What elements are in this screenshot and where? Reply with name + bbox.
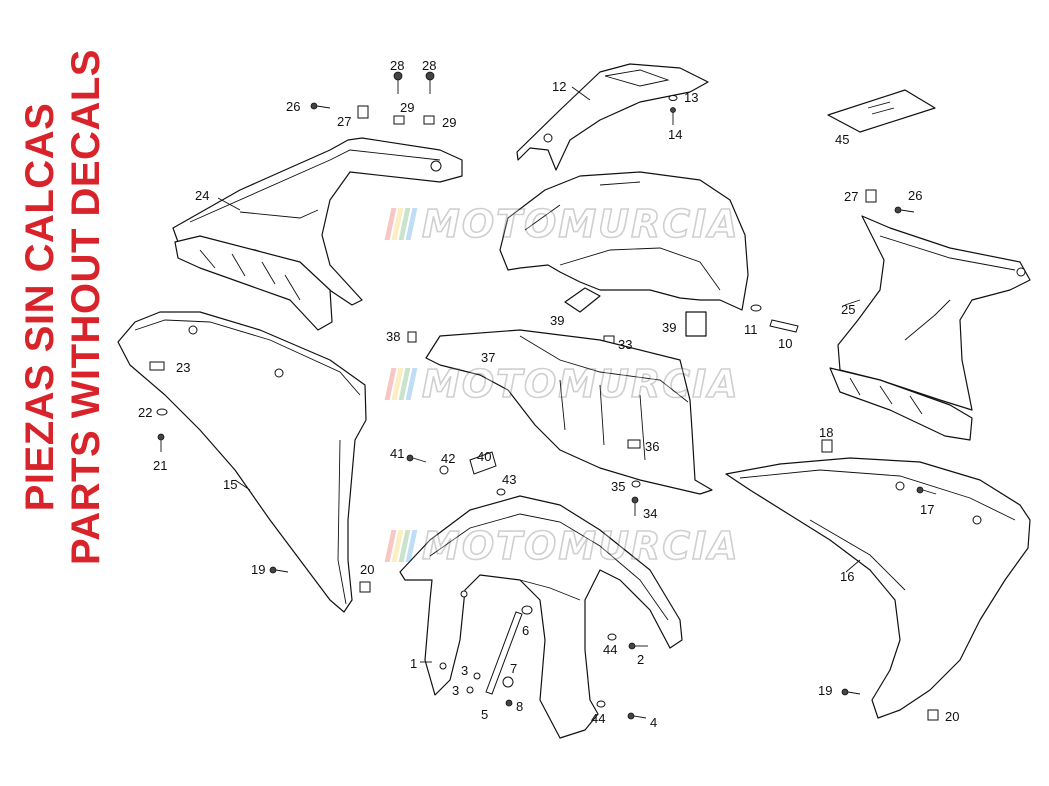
callout-44: 44	[603, 642, 617, 657]
part-12-tank-cover	[516, 63, 709, 171]
part-24-left-upper-panel	[172, 137, 463, 331]
callout-24: 24	[195, 188, 209, 203]
callout-10: 10	[778, 336, 792, 351]
callout-38: 38	[386, 329, 400, 344]
notice-line-spanish: PIEZAS SIN CALCAS	[18, 102, 62, 512]
callout-6: 6	[522, 623, 529, 638]
callout-27: 27	[337, 114, 351, 129]
watermark-text: MOTOMURCIA	[421, 201, 740, 247]
callout-42: 42	[441, 451, 455, 466]
callout-23: 23	[176, 360, 190, 375]
leader-lines	[217, 86, 861, 663]
callout-3: 3	[461, 663, 468, 678]
watermark-stripes-icon	[384, 530, 418, 562]
callout-20: 20	[945, 709, 959, 724]
hardware-fender	[466, 605, 648, 720]
callout-12: 12	[552, 79, 566, 94]
callout-28: 28	[422, 58, 436, 73]
callout-22: 22	[138, 405, 152, 420]
callout-3: 3	[452, 683, 459, 698]
callout-29: 29	[442, 115, 456, 130]
callout-13: 13	[684, 90, 698, 105]
callout-15: 15	[223, 477, 237, 492]
callout-27: 27	[844, 189, 858, 204]
callout-40: 40	[477, 449, 491, 464]
callout-26: 26	[286, 99, 300, 114]
callout-labels: 28 28 26 29 27 29 12 13 14 45 24 27 26 2…	[138, 58, 959, 730]
watermark-stripes-icon	[384, 368, 418, 400]
hardware-top-left	[310, 71, 915, 214]
callout-14: 14	[668, 127, 682, 142]
callout-17: 17	[920, 502, 934, 517]
part-1-front-fender	[399, 495, 683, 739]
callout-39: 39	[550, 313, 564, 328]
hardware-center	[406, 451, 641, 516]
part-16-right-fairing	[725, 439, 1031, 721]
part-39-blocks	[564, 287, 707, 337]
hardware-13-14	[668, 95, 678, 125]
callout-44: 44	[591, 711, 605, 726]
watermark: MOTOMURCIA	[384, 361, 740, 407]
callout-7: 7	[510, 661, 517, 676]
callout-11: 11	[744, 322, 758, 337]
callout-18: 18	[819, 425, 833, 440]
callout-36: 36	[645, 439, 659, 454]
callout-29: 29	[400, 100, 414, 115]
callout-1: 1	[410, 656, 417, 671]
hardware-left-lower	[156, 408, 371, 593]
callout-2: 2	[637, 652, 644, 667]
watermark-stripes-icon	[384, 208, 418, 240]
no-decals-notice: PIEZAS SIN CALCAS PARTS WITHOUT DECALS	[8, 0, 118, 700]
callout-35: 35	[611, 479, 625, 494]
part-45-sheet	[827, 89, 936, 133]
callout-39: 39	[662, 320, 676, 335]
watermark-text: MOTOMURCIA	[421, 523, 740, 569]
callout-45: 45	[835, 132, 849, 147]
callout-37: 37	[481, 350, 495, 365]
callout-43: 43	[502, 472, 516, 487]
watermark-text: MOTOMURCIA	[421, 361, 740, 407]
notice-line-english: PARTS WITHOUT DECALS	[64, 49, 108, 565]
callout-41: 41	[390, 446, 404, 461]
callout-21: 21	[153, 458, 167, 473]
watermark: MOTOMURCIA	[384, 523, 740, 569]
part-tank-body	[499, 171, 749, 311]
part-center-frame	[425, 329, 713, 495]
callout-25: 25	[841, 302, 855, 317]
callout-16: 16	[840, 569, 854, 584]
part-15-left-fairing	[117, 311, 367, 613]
callout-19: 19	[251, 562, 265, 577]
callout-33: 33	[618, 337, 632, 352]
callout-34: 34	[643, 506, 657, 521]
hardware-10-11	[750, 304, 799, 333]
part-25-right-upper-panel	[829, 215, 1031, 441]
callout-28: 28	[390, 58, 404, 73]
watermark: MOTOMURCIA	[384, 201, 740, 247]
callout-4: 4	[650, 715, 657, 730]
callout-5: 5	[481, 707, 488, 722]
callout-8: 8	[516, 699, 523, 714]
callout-20: 20	[360, 562, 374, 577]
callout-19: 19	[818, 683, 832, 698]
callout-26: 26	[908, 188, 922, 203]
